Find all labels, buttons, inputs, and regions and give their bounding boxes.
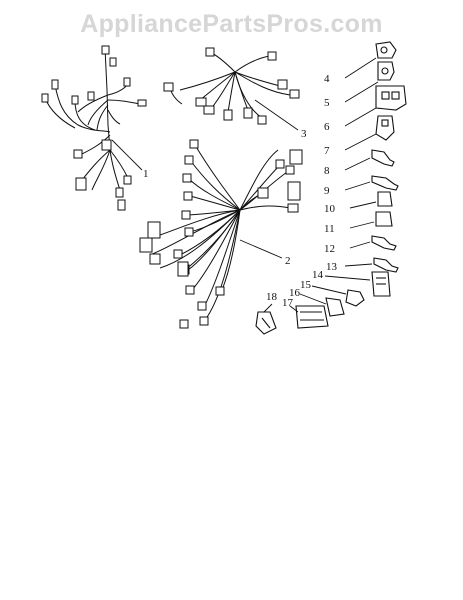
harness-1-connector	[101, 45, 110, 55]
terminal-icon	[371, 235, 397, 251]
harness-2-connector	[139, 237, 153, 253]
callout-16: 16	[289, 287, 301, 299]
part-6: 6	[324, 85, 407, 133]
harness-2-connector	[189, 139, 199, 149]
harness-1-connector	[115, 187, 124, 198]
connector-icon	[295, 305, 329, 329]
part-17: 17	[282, 297, 329, 329]
harness-2-connector	[215, 286, 225, 296]
watermark-logo: AppliancePartsPros.com	[80, 10, 383, 38]
callout-10: 10	[324, 203, 336, 215]
harness-1-connector	[137, 99, 147, 107]
connector-icon	[375, 85, 407, 111]
harness-1-connector	[101, 139, 112, 151]
harness-2-connector	[184, 227, 194, 237]
wire-harness-2: 2	[139, 139, 303, 329]
callout-2: 2	[285, 255, 291, 267]
harness-1-connector	[75, 177, 87, 191]
callout-4: 4	[324, 73, 330, 85]
harness-1-connector	[41, 93, 49, 103]
harness-1-connector	[73, 149, 83, 159]
harness-2-connector	[179, 319, 189, 329]
part-16: 16	[289, 287, 345, 317]
harness-2-connector	[147, 221, 161, 239]
harness-2-connector	[184, 155, 194, 165]
part-18: 18	[255, 291, 278, 335]
part-4: 4	[324, 41, 397, 85]
part-14: 14	[312, 269, 391, 297]
part-8: 8	[324, 149, 395, 177]
callout-7: 7	[324, 145, 330, 157]
harness-2-connector	[257, 187, 269, 199]
harness-2-connector	[289, 149, 303, 165]
terminal-icon	[373, 257, 399, 273]
callout-5: 5	[324, 97, 330, 109]
callout-15: 15	[300, 279, 312, 291]
wire-harness-1: 1	[41, 45, 149, 211]
callout-6: 6	[324, 121, 330, 133]
harness-2-connector	[149, 253, 161, 265]
harness-1-connector	[123, 77, 131, 87]
part-9: 9	[324, 175, 399, 197]
harness-1-connector	[87, 91, 95, 101]
harness-3-connector	[163, 82, 174, 92]
harness-2-connector	[199, 316, 209, 326]
connector-icon	[375, 211, 393, 227]
harness-1-connector	[123, 175, 132, 185]
callout-12: 12	[324, 243, 335, 255]
harness-1-connector	[51, 79, 59, 90]
harness-3-connector	[195, 97, 207, 107]
callout-9: 9	[324, 185, 330, 197]
part-5: 5	[324, 61, 395, 109]
harness-3-connector	[267, 51, 277, 61]
connector-icon	[377, 191, 393, 207]
callout-18: 18	[266, 291, 278, 303]
terminal-icon	[371, 149, 395, 167]
callout-13: 13	[326, 261, 338, 273]
callout-1: 1	[143, 168, 149, 180]
harness-2-connector	[173, 249, 183, 259]
terminal-icon	[345, 289, 365, 307]
part-15: 15	[300, 279, 365, 307]
callout-11: 11	[324, 223, 335, 235]
part-10: 10	[324, 191, 393, 215]
harness-2-connector	[197, 301, 207, 311]
callout-3: 3	[301, 128, 307, 140]
harness-2-connector	[285, 165, 295, 175]
harness-1-connector	[117, 199, 126, 211]
terminal-icon	[371, 175, 399, 191]
part-13: 13	[326, 257, 399, 273]
callout-17: 17	[282, 297, 294, 309]
wire-harness-3: 3	[163, 47, 307, 140]
harness-2-connector	[185, 285, 195, 295]
part-12: 12	[324, 235, 397, 255]
harness-3-connector	[223, 109, 233, 121]
harness-2-connector	[181, 210, 191, 220]
part-7: 7	[324, 115, 395, 157]
harness-2-connector	[183, 191, 193, 201]
harness-2-connector	[275, 159, 285, 169]
harness-2-connector	[287, 203, 299, 213]
connector-icon	[375, 115, 395, 141]
harness-3-connector	[277, 79, 288, 90]
connector-icon	[325, 297, 345, 317]
part-11: 11	[324, 211, 393, 235]
harness-2-connector	[287, 181, 301, 201]
harness-2-connector	[182, 173, 192, 183]
harness-3-connector	[203, 105, 215, 115]
harness-3-connector	[205, 47, 215, 57]
callout-1-leader	[111, 139, 143, 171]
harness-3-connector	[289, 89, 300, 99]
callout-8: 8	[324, 165, 330, 177]
harness-2-connector	[177, 261, 189, 277]
harness-1-connector	[71, 95, 79, 105]
callout-14: 14	[312, 269, 324, 281]
callout-2-leader	[239, 239, 283, 259]
harness-3-connector	[257, 115, 267, 125]
callout-3-leader	[254, 99, 299, 131]
harness-1-connector	[109, 57, 117, 67]
harness-3-connector	[243, 107, 253, 119]
